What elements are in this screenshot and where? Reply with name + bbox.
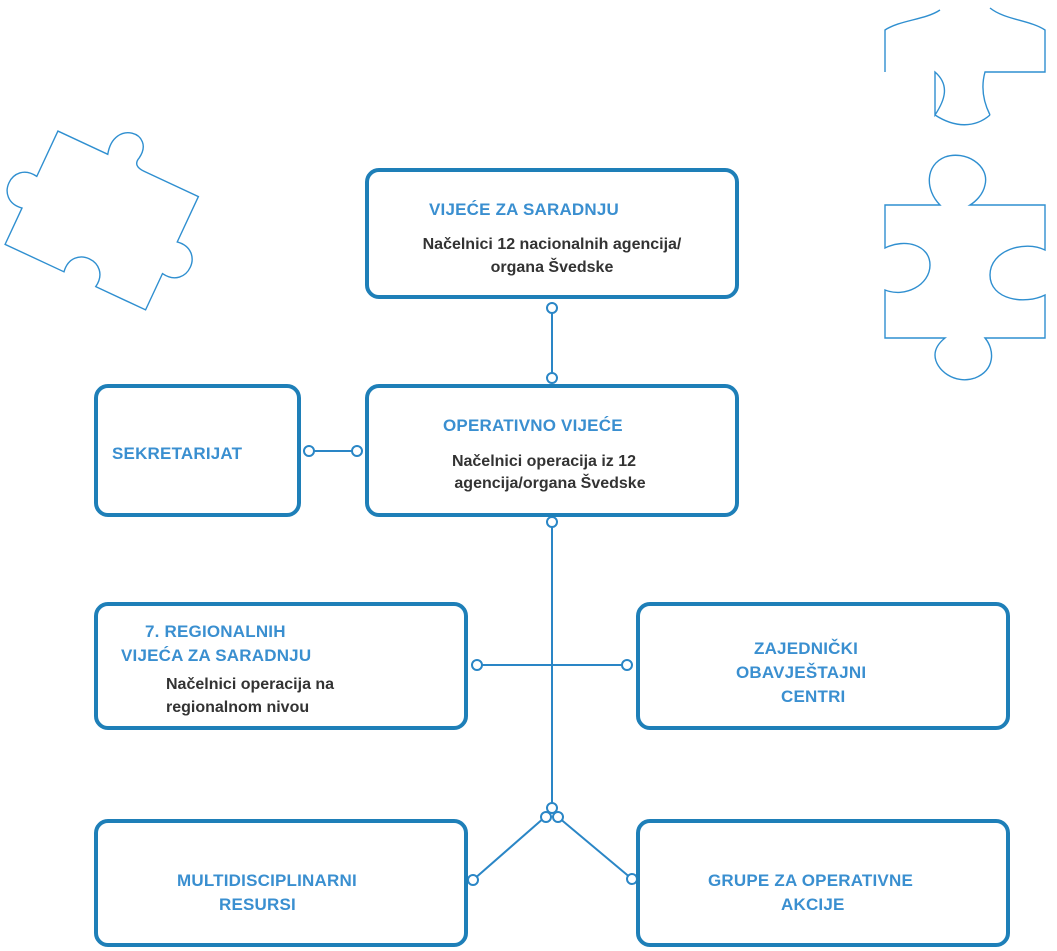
- puzzle-piece-icon: [884, 7, 1046, 126]
- connector-node: [540, 811, 552, 823]
- connector-node: [621, 659, 633, 671]
- regional-councils-title-line2: VIJEĆA ZA SARADNJU: [121, 646, 312, 665]
- connector-node: [546, 302, 558, 314]
- multidisciplinary-resources-line2: RESURSI: [219, 895, 296, 914]
- connector-node: [467, 874, 479, 886]
- puzzle-piece-icon: [4, 130, 200, 311]
- operative-action-groups-box: GRUPE ZA OPERATIVNE AKCIJE: [636, 819, 1010, 947]
- intelligence-centers-line2: OBAVJEŠTAJNI: [736, 663, 867, 682]
- connector-node: [546, 802, 558, 814]
- connector-node: [351, 445, 363, 457]
- connector-node: [546, 372, 558, 384]
- connector-node: [546, 516, 558, 528]
- connector-line: [557, 816, 633, 880]
- multidisciplinary-resources-line1: MULTIDISCIPLINARNI: [177, 871, 357, 890]
- cooperation-council-desc-line2: organa Švedske: [490, 259, 614, 276]
- connector-node: [552, 811, 564, 823]
- cooperation-council-box: VIJEĆE ZA SARADNJU Načelnici 12 nacional…: [365, 168, 739, 299]
- cooperation-council-desc-line1: Načelnici 12 nacionalnih agencija/: [422, 236, 682, 253]
- operative-council-box: OPERATIVNO VIJEĆE Načelnici operacija iz…: [365, 384, 739, 517]
- connector-node: [471, 659, 483, 671]
- intelligence-centers-line1: ZAJEDNIČKI: [754, 639, 859, 658]
- secretariat-box: SEKRETARIJAT: [94, 384, 301, 517]
- intelligence-centers-line3: CENTRI: [781, 687, 846, 706]
- operative-council-desc-line2: agencija/organa Švedske: [454, 475, 646, 492]
- connector-node: [303, 445, 315, 457]
- puzzle-piece-icon: [884, 154, 1046, 381]
- regional-councils-title-line1: 7. REGIONALNIH: [145, 622, 286, 641]
- operative-action-groups-line2: AKCIJE: [781, 895, 845, 914]
- operative-action-groups-line1: GRUPE ZA OPERATIVNE: [708, 871, 913, 890]
- regional-councils-desc-line2: regionalnom nivou: [166, 699, 310, 716]
- intelligence-centers-box: ZAJEDNIČKI OBAVJEŠTAJNI CENTRI: [636, 602, 1010, 730]
- cooperation-council-title: VIJEĆE ZA SARADNJU: [429, 200, 620, 219]
- connector-line: [472, 816, 546, 881]
- regional-councils-desc-line1: Načelnici operacija na: [166, 676, 335, 693]
- regional-councils-box: 7. REGIONALNIH VIJEĆA ZA SARADNJU Načeln…: [94, 602, 468, 730]
- secretariat-title: SEKRETARIJAT: [112, 444, 243, 463]
- operative-council-title: OPERATIVNO VIJEĆE: [443, 416, 623, 435]
- multidisciplinary-resources-box: MULTIDISCIPLINARNI RESURSI: [94, 819, 468, 947]
- operative-council-desc-line1: Načelnici operacija iz 12: [451, 453, 637, 470]
